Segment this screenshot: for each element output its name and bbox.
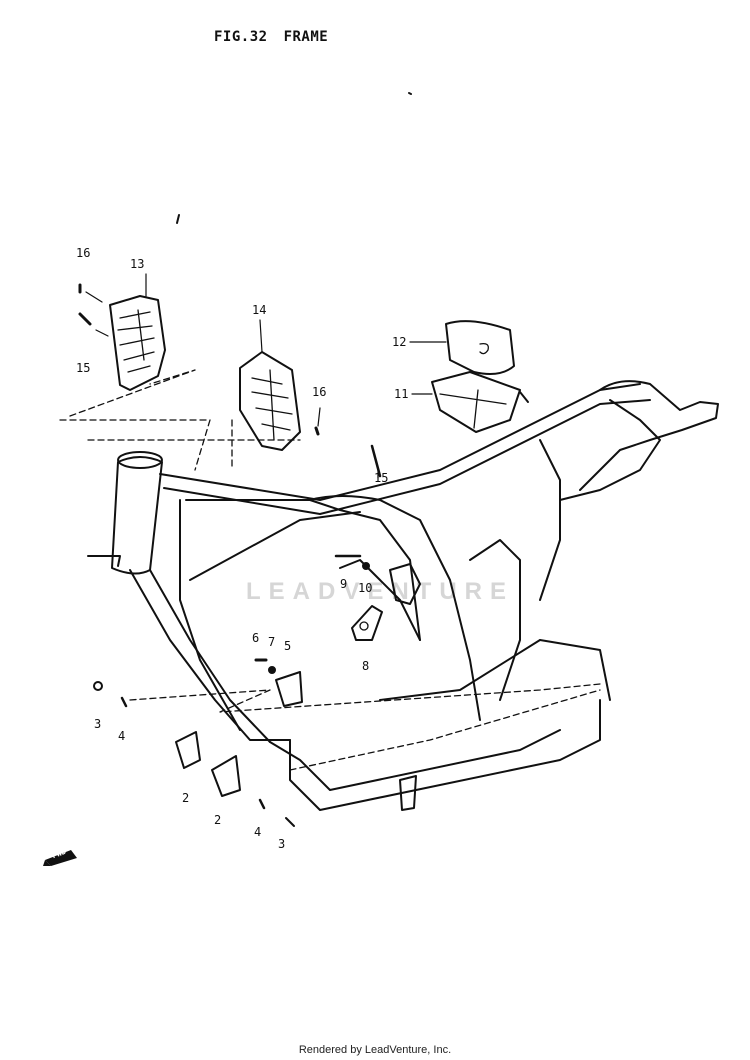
dash-line (69, 369, 196, 417)
front-downtube (129, 569, 291, 741)
callout-3: 3 (94, 717, 102, 731)
watermark: LEADVENTURE (246, 578, 515, 605)
part-11-tray (431, 371, 529, 433)
part-12-pad (445, 320, 515, 375)
dash-line (289, 689, 601, 771)
part-2-bracket-b (211, 755, 241, 797)
part-10-nut (362, 562, 370, 570)
part-3-washer (93, 681, 103, 691)
part-8-bracket (351, 605, 383, 641)
part-5-bracket (275, 671, 303, 707)
part-16-bolt-b (314, 426, 320, 436)
callout-4: 4 (118, 729, 126, 743)
callout-2a: 2 (182, 791, 190, 805)
part-3-screw-b (285, 817, 295, 827)
center-loop (309, 495, 481, 721)
rear-loop-inner (559, 399, 661, 501)
fwd-arrow-icon (43, 850, 77, 866)
callout-9: 9 (340, 577, 348, 591)
dash-line (129, 683, 601, 713)
lower-tab (399, 775, 417, 811)
lower-cradle-2 (269, 729, 561, 791)
part-15-bolt-b (370, 444, 382, 478)
part-4-bolt (120, 696, 128, 708)
pivot-tube (339, 559, 421, 641)
callout-4b: 4 (254, 825, 262, 839)
stray-mark (176, 214, 180, 224)
part-7-nut (268, 666, 276, 674)
callout-10: 10 (358, 581, 373, 595)
part-2-bracket-a (175, 731, 201, 769)
top-tube-2 (163, 399, 651, 515)
callout-15b: 15 (374, 471, 389, 485)
top-tube (159, 383, 641, 501)
stray-mark (408, 92, 412, 95)
callout-11: 11 (394, 387, 409, 401)
callout-3b: 3 (278, 837, 286, 851)
callout-14: 14 (252, 303, 267, 317)
callout-6: 6 (252, 631, 260, 645)
cross-tube (189, 511, 361, 581)
left-downtube (179, 499, 241, 731)
dash-line (194, 419, 233, 471)
bracket (389, 563, 421, 605)
footer-credit: Rendered by LeadVenture, Inc. (298, 1044, 452, 1056)
steering-head (87, 451, 163, 575)
callout-12: 12 (392, 335, 407, 349)
lower-cross (379, 639, 541, 701)
callout-16: 16 (76, 246, 91, 260)
front-downtube-2 (149, 569, 271, 743)
callout-13: 13 (130, 257, 145, 271)
part-4-bolt-b (258, 798, 266, 810)
part-13-cover (109, 295, 166, 391)
callout-16b: 16 (312, 385, 327, 399)
rear-upright-2 (539, 439, 561, 601)
lower-cradle (289, 699, 601, 811)
rear-loop (579, 380, 719, 491)
rear-cradle (539, 639, 611, 701)
rear-upright (469, 539, 521, 701)
figure-title: FIG.32 FRAME (214, 29, 344, 45)
callout-7: 7 (268, 635, 276, 649)
cradle-upper (185, 499, 421, 641)
figure-number: FIG.32 (214, 29, 268, 45)
callout-8: 8 (362, 659, 370, 673)
leader-lines (85, 273, 447, 479)
figure-name: FRAME (283, 29, 329, 45)
callout-15: 15 (76, 361, 91, 375)
part-14-cover (239, 351, 301, 451)
callout-5: 5 (284, 639, 292, 653)
callout-2b: 2 (214, 813, 222, 827)
part-15-bolt (78, 312, 92, 326)
